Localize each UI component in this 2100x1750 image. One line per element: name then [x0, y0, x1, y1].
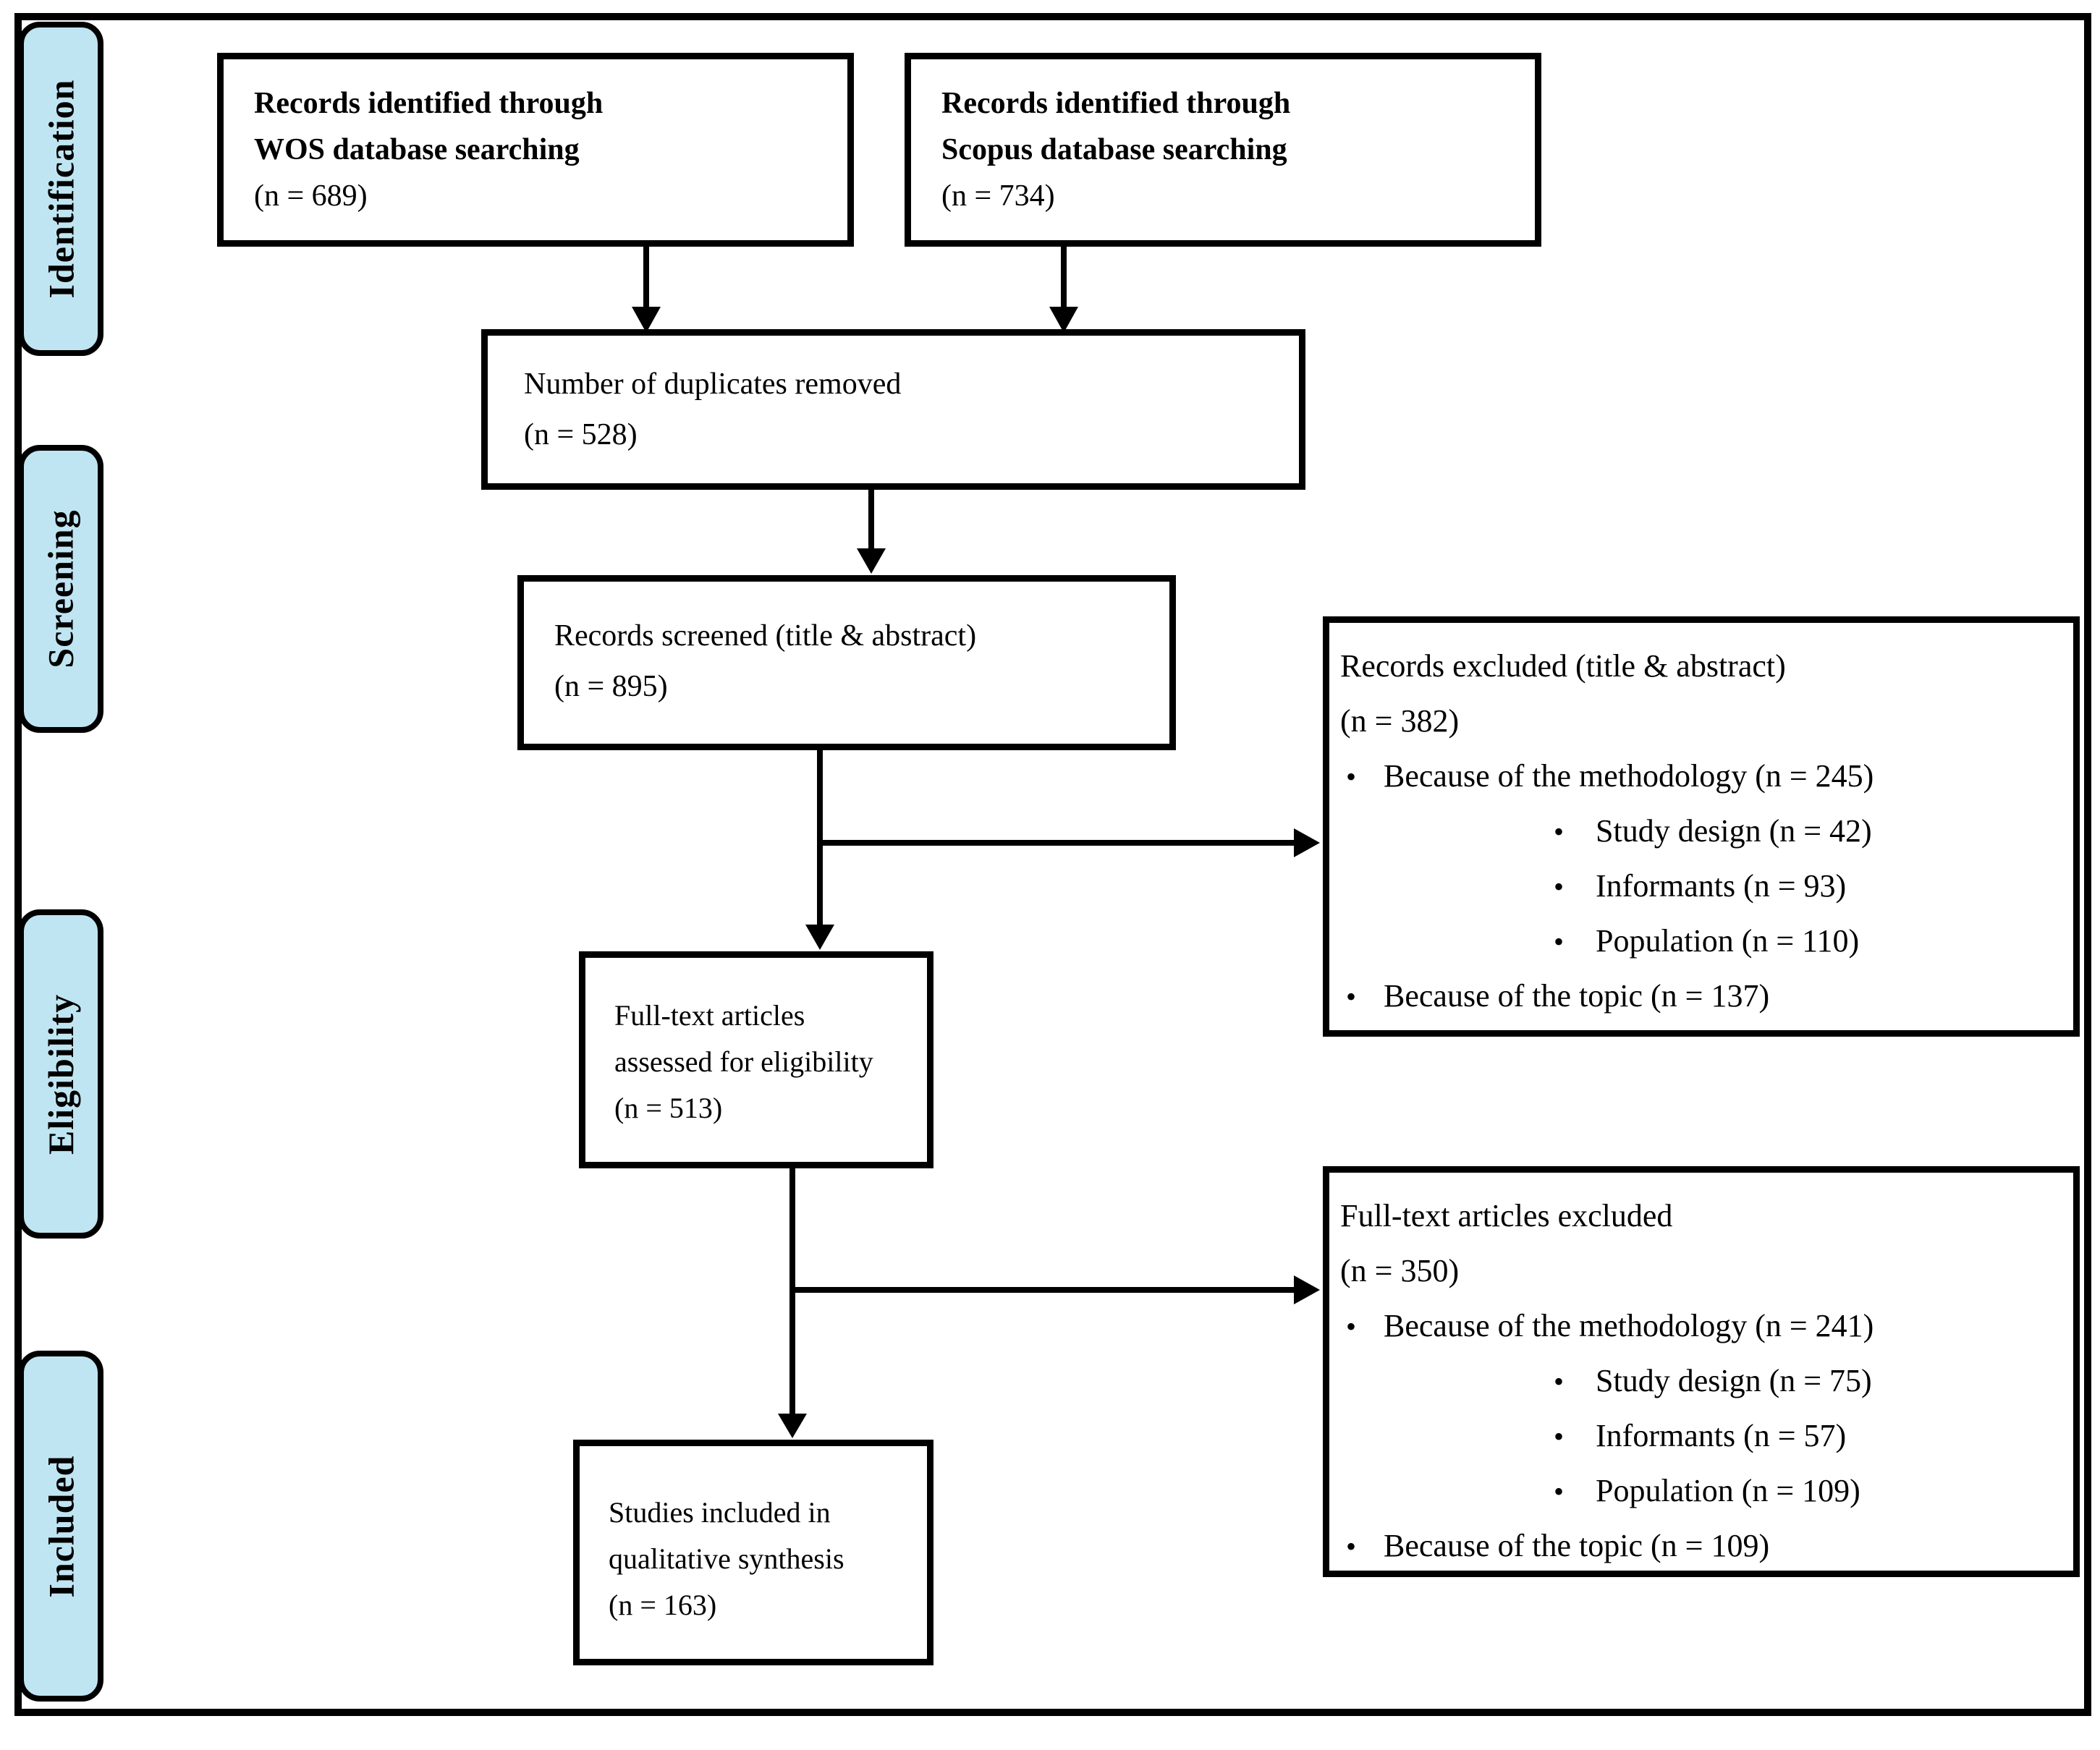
fulltext-excluded-topic: • Because of the topic (n = 109)	[1340, 1527, 2065, 1582]
box-records-scopus-line2: Scopus database searching	[941, 133, 1287, 166]
fulltext-excluded-study-design: • Study design (n = 75)	[1340, 1362, 2065, 1417]
box-records-wos-count: (n = 689)	[254, 179, 368, 213]
excluded-screening-population: • Population (n = 110)	[1340, 922, 2065, 977]
arrow-wos-to-duplicates	[632, 247, 661, 333]
box-studies-included-count: (n = 163)	[609, 1589, 717, 1621]
excluded-screening-population-text: Population (n = 110)	[1596, 923, 1860, 959]
bullet-icon: •	[1346, 1530, 1357, 1563]
box-fulltext-excluded: Full-text articles excluded (n = 350) • …	[1323, 1166, 2080, 1577]
excluded-screening-title: Records excluded (title & abstract)	[1340, 647, 2065, 702]
box-records-excluded-screening: Records excluded (title & abstract) (n =…	[1323, 616, 2080, 1037]
stage-label-screening: Screening	[18, 445, 103, 733]
arrow-fulltext-to-excluded	[792, 1275, 1320, 1304]
box-records-scopus-count: (n = 734)	[941, 179, 1055, 213]
fulltext-excluded-study-design-text: Study design (n = 75)	[1596, 1363, 1872, 1398]
stage-label-eligibility-text: Eligibility	[41, 993, 82, 1155]
stage-label-eligibility: Eligibility	[18, 909, 103, 1239]
excluded-screening-methodology: • Because of the methodology (n = 245)	[1340, 757, 2065, 812]
fulltext-excluded-methodology: • Because of the methodology (n = 241)	[1340, 1307, 2065, 1362]
excluded-screening-methodology-text: Because of the methodology (n = 245)	[1384, 758, 1874, 794]
stage-label-included-text: Included	[41, 1455, 81, 1597]
box-fulltext-assessed-line2: assessed for eligibility	[614, 1045, 873, 1078]
bullet-icon: •	[1554, 815, 1565, 848]
fulltext-excluded-title-text: Full-text articles excluded	[1340, 1198, 1673, 1233]
fulltext-excluded-population: • Population (n = 109)	[1340, 1472, 2065, 1527]
fulltext-excluded-count-text: (n = 350)	[1340, 1253, 1460, 1288]
box-studies-included-line1: Studies included in	[609, 1496, 831, 1529]
arrow-fulltext-to-included	[778, 1166, 807, 1438]
box-records-screened-line1: Records screened (title & abstract)	[554, 619, 977, 653]
excluded-screening-informants: • Informants (n = 93)	[1340, 867, 2065, 922]
stage-label-identification: Identification	[18, 22, 103, 356]
arrow-scopus-to-duplicates	[1049, 247, 1078, 333]
box-studies-included-line2: qualitative synthesis	[609, 1542, 844, 1575]
excluded-screening-study-design: • Study design (n = 42)	[1340, 812, 2065, 867]
box-records-screened-count: (n = 895)	[554, 670, 668, 703]
box-studies-included: Studies included in qualitative synthesi…	[573, 1440, 933, 1665]
excluded-screening-topic-text: Because of the topic (n = 137)	[1384, 978, 1770, 1014]
box-records-scopus-line1: Records identified through	[941, 87, 1291, 120]
box-records-wos-line2: WOS database searching	[254, 133, 580, 166]
box-duplicates-removed: Number of duplicates removed (n = 528)	[481, 329, 1305, 490]
box-duplicates-removed-count: (n = 528)	[524, 418, 638, 451]
box-fulltext-assessed-line1: Full-text articles	[614, 999, 805, 1032]
fulltext-excluded-topic-text: Because of the topic (n = 109)	[1384, 1528, 1770, 1563]
fulltext-excluded-informants: • Informants (n = 57)	[1340, 1417, 2065, 1472]
bullet-icon: •	[1554, 1475, 1565, 1508]
excluded-screening-count: (n = 382)	[1340, 702, 2065, 757]
excluded-screening-topic: • Because of the topic (n = 137)	[1340, 977, 2065, 1032]
excluded-screening-informants-text: Informants (n = 93)	[1596, 868, 1847, 904]
arrow-screened-to-fulltext	[805, 750, 834, 950]
fulltext-excluded-population-text: Population (n = 109)	[1596, 1473, 1860, 1508]
stage-label-included: Included	[18, 1351, 103, 1702]
bullet-icon: •	[1346, 1310, 1357, 1343]
stage-label-identification-text: Identification	[41, 79, 81, 299]
arrow-screened-to-excluded	[820, 828, 1320, 857]
excluded-screening-study-design-text: Study design (n = 42)	[1596, 813, 1872, 849]
arrow-duplicates-to-screened	[857, 490, 886, 574]
bullet-icon: •	[1554, 1365, 1565, 1398]
box-records-wos: Records identified through WOS database …	[217, 53, 854, 247]
excluded-screening-count-text: (n = 382)	[1340, 703, 1460, 739]
fulltext-excluded-methodology-text: Because of the methodology (n = 241)	[1384, 1308, 1874, 1343]
fulltext-excluded-title: Full-text articles excluded	[1340, 1197, 2065, 1252]
fulltext-excluded-informants-text: Informants (n = 57)	[1596, 1418, 1847, 1453]
box-records-wos-line1: Records identified through	[254, 87, 604, 120]
excluded-screening-title-text: Records excluded (title & abstract)	[1340, 648, 1786, 684]
bullet-icon: •	[1554, 870, 1565, 903]
box-records-scopus: Records identified through Scopus databa…	[905, 53, 1541, 247]
bullet-icon: •	[1554, 925, 1565, 958]
bullet-icon: •	[1346, 980, 1357, 1013]
box-fulltext-assessed-count: (n = 513)	[614, 1092, 723, 1124]
stage-label-screening-text: Screening	[41, 509, 81, 668]
bullet-icon: •	[1346, 760, 1357, 793]
box-records-screened: Records screened (title & abstract) (n =…	[517, 575, 1176, 750]
diagram-outer-border	[14, 13, 2091, 1716]
box-fulltext-assessed: Full-text articles assessed for eligibil…	[579, 951, 933, 1168]
fulltext-excluded-count: (n = 350)	[1340, 1252, 2065, 1307]
box-duplicates-removed-line1: Number of duplicates removed	[524, 368, 902, 401]
bullet-icon: •	[1554, 1420, 1565, 1453]
